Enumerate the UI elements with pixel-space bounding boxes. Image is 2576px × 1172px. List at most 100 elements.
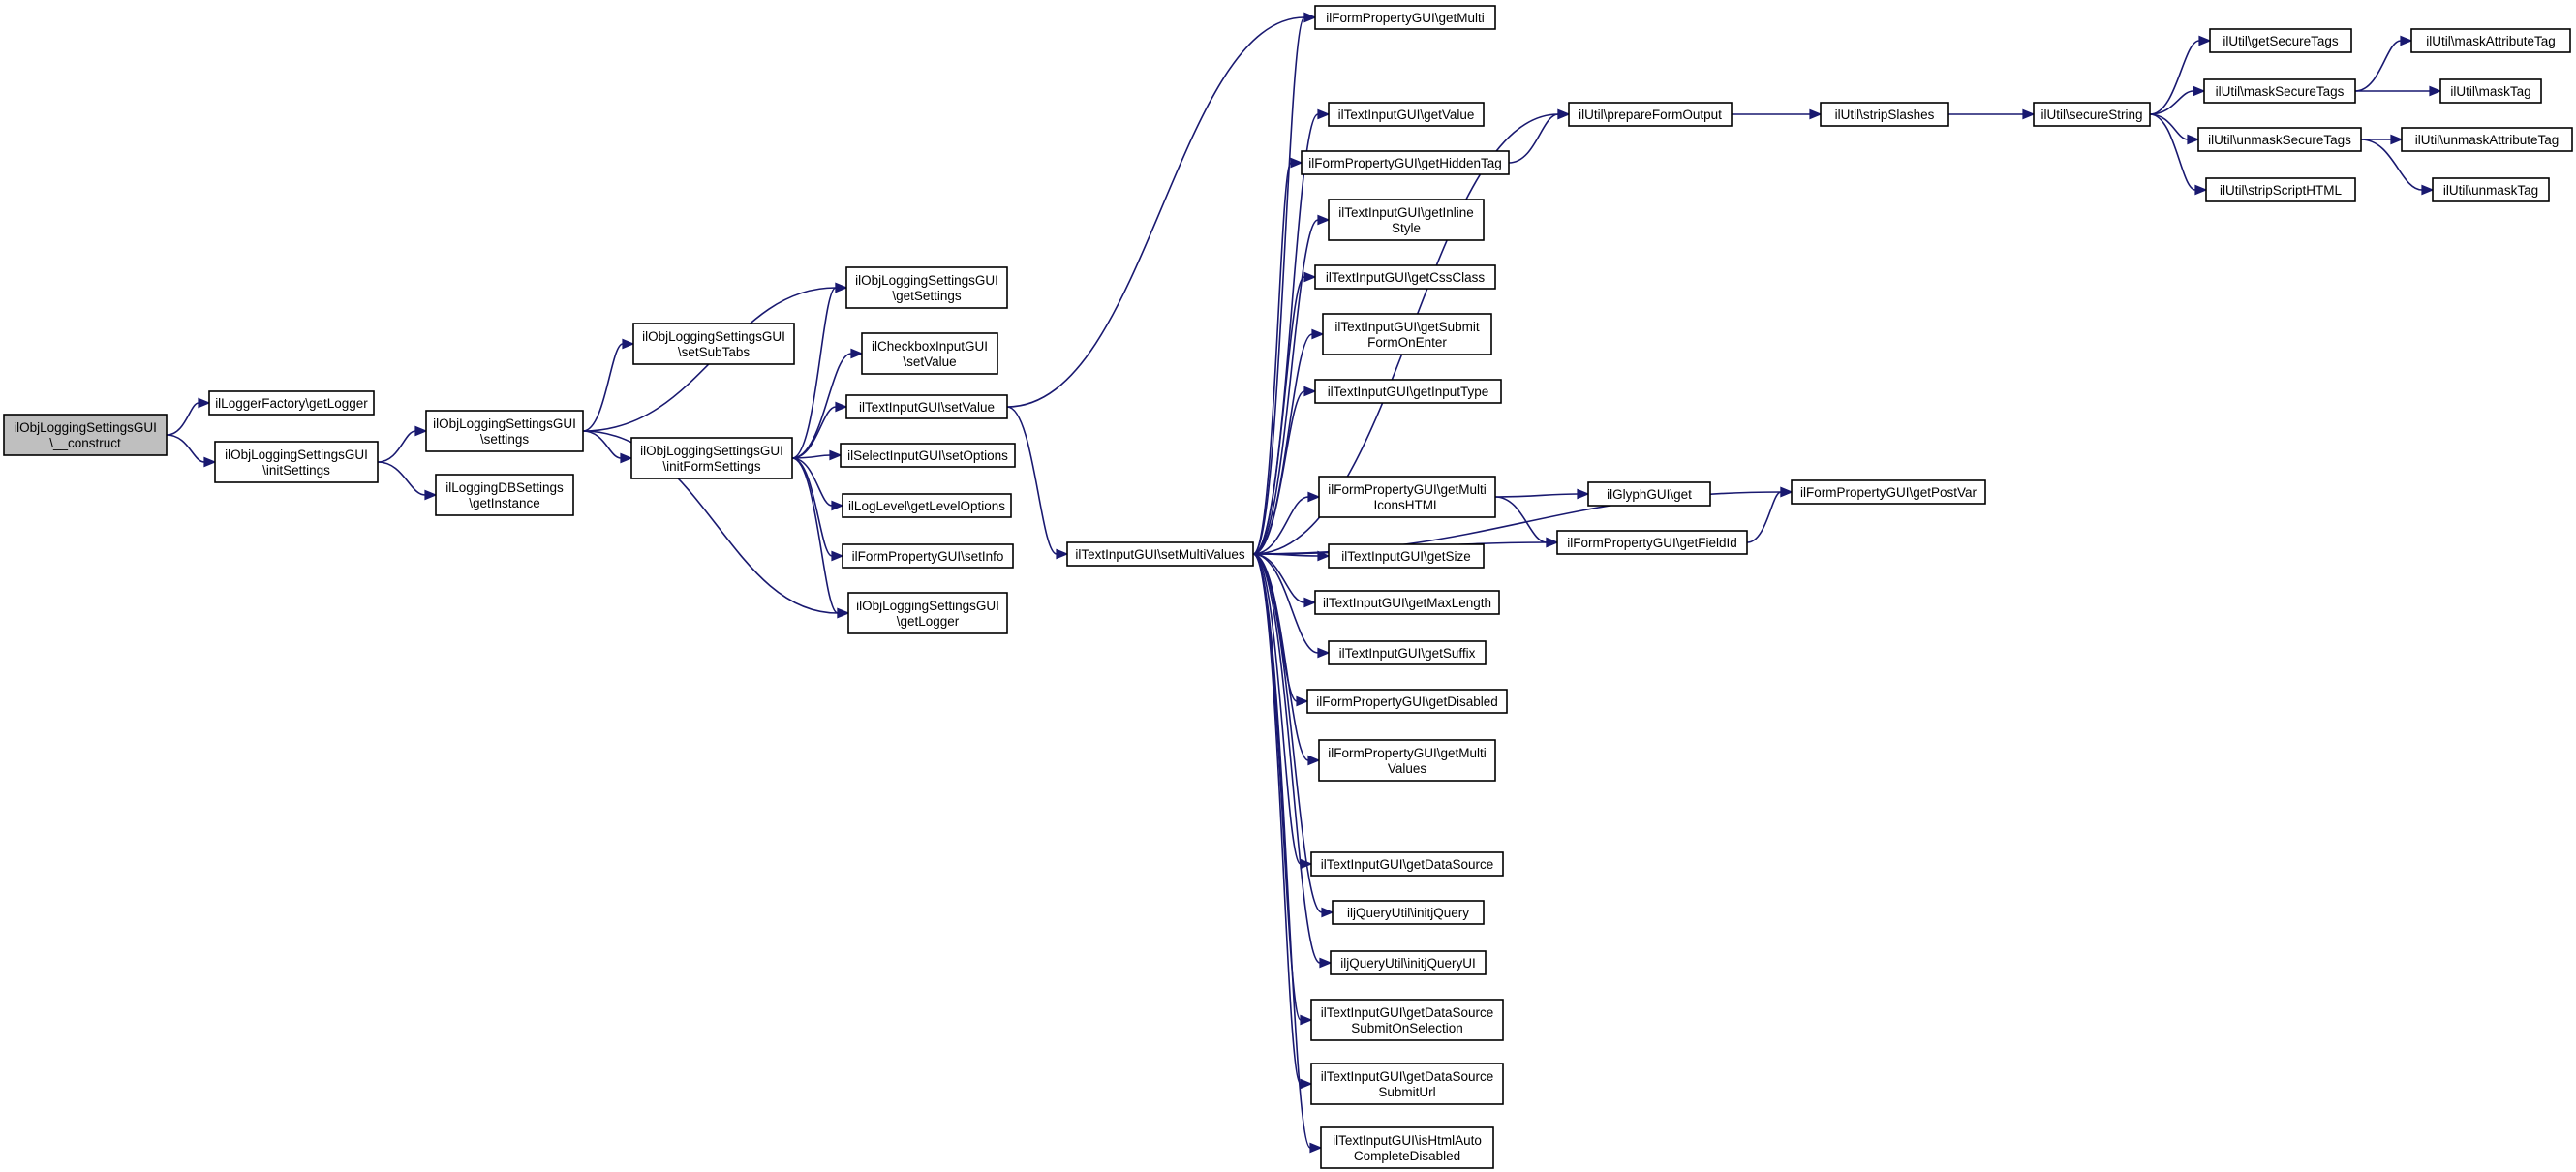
arrowhead: [1809, 108, 1823, 120]
node-glyphGet[interactable]: ilGlyphGUI\get: [1587, 481, 1711, 507]
node-label-line: ilUtil\maskTag: [2450, 84, 2530, 99]
node-setInfo[interactable]: ilFormPropertyGUI\setInfo: [842, 543, 1014, 569]
node-box: [2410, 28, 2571, 53]
node-label-line: FormOnEnter: [1367, 335, 1447, 350]
node-label-line: ilTextInputGUI\getInputType: [1328, 385, 1489, 399]
edge-setMultiValues-to-getDataSourceSubmitUrl: [1252, 553, 1313, 1090]
node-getSecureTags[interactable]: ilUtil\getSecureTags: [2209, 28, 2352, 53]
node-getDataSourceSubmitOnSelection[interactable]: ilTextInputGUI\getDataSourceSubmitOnSele…: [1310, 999, 1504, 1041]
node-getFieldId[interactable]: ilFormPropertyGUI\getFieldId: [1556, 530, 1748, 555]
edge-line: [2149, 90, 2194, 115]
node-box: [1791, 479, 1986, 505]
node-getLevelOptions[interactable]: ilLogLevel\getLevelOptions: [842, 493, 1012, 518]
edge-setMultiValues-to-initjQueryUI: [1252, 553, 1333, 969]
edge-setMultiValues-to-getInputType: [1252, 386, 1317, 555]
node-objGetLogger[interactable]: ilObjLoggingSettingsGUI\getLogger: [847, 592, 1008, 634]
node-label-line: ilUtil\maskAttributeTag: [2426, 34, 2556, 48]
arrowhead: [203, 456, 217, 468]
node-getLoggerFactory[interactable]: ilLoggerFactory\getLogger: [208, 390, 375, 416]
node-settings[interactable]: ilObjLoggingSettingsGUI\settings: [425, 410, 584, 452]
edge-tiSetValue-to-setMultiValues: [1006, 406, 1069, 560]
edge-line: [1252, 219, 1319, 555]
node-label-line: \initSettings: [262, 463, 330, 478]
node-root[interactable]: ilObjLoggingSettingsGUI\__construct: [3, 414, 168, 456]
node-box: [845, 266, 1008, 309]
node-label-line: ilTextInputGUI\getInline: [1338, 205, 1474, 220]
node-secureString[interactable]: ilUtil\secureString: [2033, 102, 2151, 127]
node-initFormSettings[interactable]: ilObjLoggingSettingsGUI\initFormSettings: [630, 437, 793, 479]
node-dbGetInstance[interactable]: ilLoggingDBSettings\getInstance: [435, 474, 574, 516]
node-setMultiValues[interactable]: ilTextInputGUI\setMultiValues: [1066, 541, 1254, 567]
node-label-line: ilFormPropertyGUI\getMulti: [1328, 482, 1487, 497]
node-label-line: ilUtil\unmaskTag: [2443, 183, 2538, 198]
node-getDisabled[interactable]: ilFormPropertyGUI\getDisabled: [1306, 689, 1508, 714]
node-box: [1314, 590, 1500, 615]
node-unmaskAttributeTag[interactable]: ilUtil\unmaskAttributeTag: [2401, 127, 2573, 152]
edge-line: [582, 430, 839, 614]
node-box: [1066, 541, 1254, 567]
arrowhead: [2194, 184, 2208, 196]
node-label-line: ilTextInputGUI\getSubmit: [1334, 320, 1480, 334]
node-getPostVar[interactable]: ilFormPropertyGUI\getPostVar: [1791, 479, 1986, 505]
node-cbSetValue[interactable]: ilCheckboxInputGUI\setValue: [861, 332, 998, 375]
node-getSize[interactable]: ilTextInputGUI\getSize: [1328, 543, 1485, 569]
node-label-line: ilTextInputGUI\isHtmlAuto: [1333, 1133, 1482, 1148]
node-setSubTabs[interactable]: ilObjLoggingSettingsGUI\setSubTabs: [632, 323, 795, 365]
node-getDataSource[interactable]: ilTextInputGUI\getDataSource: [1310, 851, 1504, 877]
node-unmaskTag[interactable]: ilUtil\unmaskTag: [2432, 177, 2550, 202]
node-maskAttributeTag[interactable]: ilUtil\maskAttributeTag: [2410, 28, 2571, 53]
node-label-line: ilTextInputGUI\setValue: [859, 400, 995, 415]
arrowhead: [1290, 157, 1303, 169]
node-box: [842, 493, 1012, 518]
arrowhead: [1309, 1142, 1323, 1154]
node-box: [632, 323, 795, 365]
node-initjQueryUI[interactable]: iljQueryUtil\initjQueryUI: [1330, 950, 1487, 975]
node-getCssClass[interactable]: ilTextInputGUI\getCssClass: [1314, 264, 1496, 290]
node-getMulti[interactable]: ilFormPropertyGUI\getMulti: [1314, 5, 1496, 30]
node-box: [1820, 102, 1949, 127]
node-maskSecureTags[interactable]: ilUtil\maskSecureTags: [2203, 78, 2356, 104]
arrowhead: [2187, 134, 2200, 145]
node-box: [1306, 689, 1508, 714]
node-tiGetValue[interactable]: ilTextInputGUI\getValue: [1328, 102, 1485, 127]
arrowhead: [835, 282, 848, 293]
edge-line: [2149, 40, 2200, 115]
node-label-line: ilFormPropertyGUI\getHiddenTag: [1308, 156, 1502, 170]
node-label-line: ilTextInputGUI\getDataSource: [1321, 1069, 1494, 1084]
arrowhead: [1319, 957, 1333, 969]
node-stripSlashes[interactable]: ilUtil\stripSlashes: [1820, 102, 1949, 127]
edge-initSettings-to-settings: [377, 425, 428, 463]
arrowhead: [1317, 214, 1331, 226]
edge-initFormSettings-to-cbSetValue: [791, 348, 864, 459]
node-maskTag[interactable]: ilUtil\maskTag: [2439, 78, 2542, 104]
node-prepareFormOutput[interactable]: ilUtil\prepareFormOutput: [1568, 102, 1733, 127]
node-tiSetValue[interactable]: ilTextInputGUI\setValue: [845, 394, 1008, 419]
node-unmaskSecureTags[interactable]: ilUtil\unmaskSecureTags: [2197, 127, 2362, 152]
node-label-line: ilObjLoggingSettingsGUI: [640, 444, 783, 458]
node-getInputType[interactable]: ilTextInputGUI\getInputType: [1314, 379, 1502, 404]
node-box: [2401, 127, 2573, 152]
node-selSetOptions[interactable]: ilSelectInputGUI\setOptions: [840, 443, 1016, 468]
edge-secureString-to-stripScriptHTML: [2149, 113, 2208, 196]
node-isHtmlAutoCompleteDisabled[interactable]: ilTextInputGUI\isHtmlAutoCompleteDisable…: [1320, 1126, 1494, 1169]
node-stripScriptHTML[interactable]: ilUtil\stripScriptHTML: [2205, 177, 2356, 202]
node-initjQuery[interactable]: iljQueryUtil\initjQuery: [1332, 900, 1485, 925]
node-label-line: ilTextInputGUI\getCssClass: [1326, 270, 1486, 285]
node-label-line: ilUtil\stripScriptHTML: [2220, 183, 2343, 198]
node-getMaxLength[interactable]: ilTextInputGUI\getMaxLength: [1314, 590, 1500, 615]
node-getSettings[interactable]: ilObjLoggingSettingsGUI\getSettings: [845, 266, 1008, 309]
node-getHiddenTag[interactable]: ilFormPropertyGUI\getHiddenTag: [1301, 150, 1510, 175]
edge-secureString-to-unmaskSecureTags: [2149, 113, 2200, 145]
node-initSettings[interactable]: ilObjLoggingSettingsGUI\initSettings: [214, 441, 379, 483]
edge-maskSecureTags-to-maskTag: [2355, 85, 2442, 97]
edge-initFormSettings-to-selSetOptions: [791, 449, 843, 461]
edge-settings-to-setSubTabs: [582, 338, 635, 432]
node-getSuffix[interactable]: ilTextInputGUI\getSuffix: [1328, 640, 1487, 665]
node-label-line: ilTextInputGUI\setMultiValues: [1075, 547, 1245, 562]
edge-setMultiValues-to-getMultiIconsHTML: [1252, 491, 1321, 555]
